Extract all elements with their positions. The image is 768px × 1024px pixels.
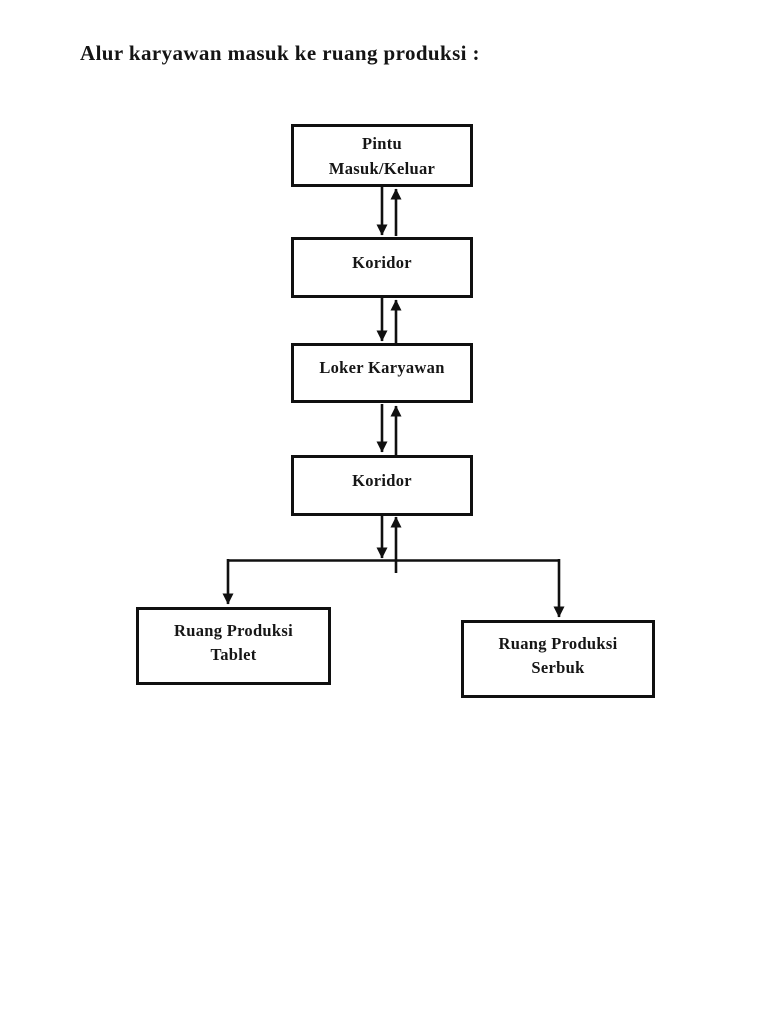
node-ruang-produksi-tablet: Ruang Produksi Tablet (136, 607, 331, 685)
node-label-line: Masuk/Keluar (328, 159, 436, 178)
node-ruang-produksi-serbuk: Ruang Produksi Serbuk (461, 620, 655, 698)
node-loker-karyawan: Loker Karyawan (291, 343, 473, 403)
node-label-line: Pintu (361, 134, 402, 153)
node-label-line: Koridor (352, 253, 412, 272)
node-label-line: Serbuk (531, 658, 585, 677)
node-koridor-upper: Koridor (291, 237, 473, 298)
node-label-line: Loker Karyawan (319, 358, 445, 377)
node-label-line: Tablet (210, 645, 257, 664)
node-label-line: Koridor (352, 471, 412, 490)
page-title: Alur karyawan masuk ke ruang produksi : (80, 41, 480, 65)
node-pintu-masuk-keluar: Pintu Masuk/Keluar (291, 124, 473, 187)
node-label-line: Ruang Produksi (498, 634, 618, 653)
node-label-line: Ruang Produksi (174, 621, 293, 640)
node-koridor-lower: Koridor (291, 455, 473, 516)
